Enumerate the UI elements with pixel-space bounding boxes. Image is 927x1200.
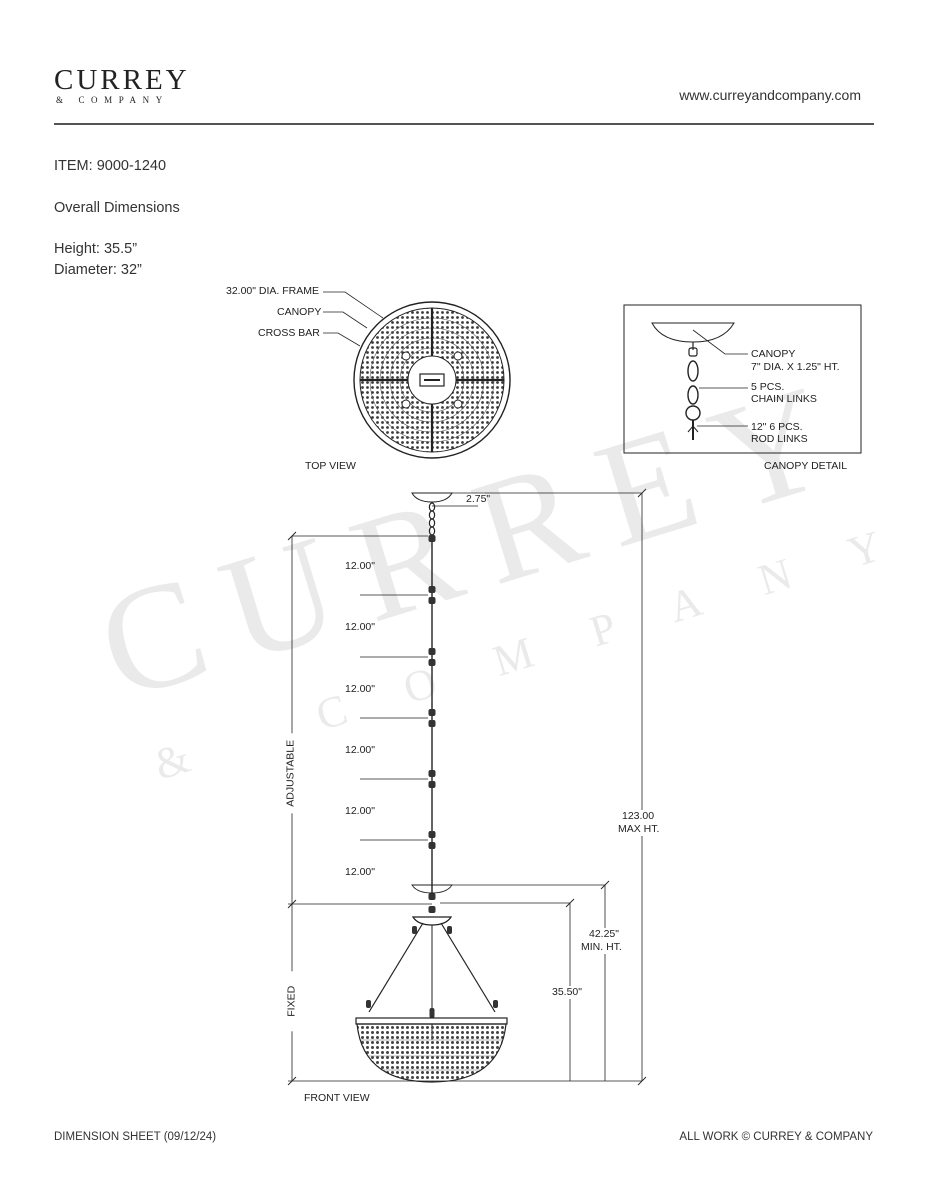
rod-length-2: 12.00" [345, 621, 376, 633]
min-height-label: MIN. HT. [581, 941, 622, 954]
overall-height: Height: 35.5” [54, 241, 138, 257]
canopy-height-dim: 2.75" [466, 493, 491, 505]
brand-logo: CURREY [54, 64, 190, 96]
watermark: CURREY & COMPANY [81, 346, 927, 790]
adjustable-label: ADJUSTABLE [284, 733, 298, 814]
front-view-caption: FRONT VIEW [304, 1092, 370, 1104]
detail-chain-count: 5 PCS. [751, 381, 785, 393]
rod-length-4: 12.00" [345, 744, 376, 756]
brand-logo-subtitle: & COMPANY [56, 95, 169, 105]
detail-rod-label: ROD LINKS [751, 433, 808, 445]
rod-length-1: 12.00" [345, 560, 376, 572]
header-divider [54, 123, 874, 125]
website-url[interactable]: www.curreyandcompany.com [679, 87, 861, 103]
top-canopy-label: CANOPY [277, 306, 322, 318]
top-view-drawing [323, 291, 511, 459]
cross-bar-label: CROSS BAR [258, 327, 320, 339]
item-code: ITEM: 9000-1240 [54, 158, 167, 174]
detail-canopy-label: CANOPY [751, 348, 796, 360]
frame-diameter-label: 32.00" DIA. FRAME [226, 285, 320, 297]
front-view-drawing [287, 488, 647, 1086]
max-height-value: 123.00 [622, 810, 655, 823]
detail-chain-label: CHAIN LINKS [751, 393, 817, 405]
footer-sheet-date: DIMENSION SHEET (09/12/24) [54, 1131, 217, 1143]
top-view-caption: TOP VIEW [305, 460, 356, 472]
detail-canopy-size: 7" DIA. X 1.25" HT. [751, 361, 840, 373]
canopy-detail-caption: CANOPY DETAIL [764, 460, 848, 472]
footer-copyright: ALL WORK © CURREY & COMPANY [679, 1131, 873, 1143]
rod-length-3: 12.00" [345, 683, 376, 695]
body-height-value: 35.50" [552, 986, 583, 999]
section-title: Overall Dimensions [54, 200, 180, 216]
overall-diameter: Diameter: 32” [54, 262, 142, 278]
canopy-detail-drawing [623, 304, 862, 454]
min-height-value: 42.25" [589, 928, 620, 941]
rod-length-5: 12.00" [345, 805, 376, 817]
fixed-label: FIXED [285, 971, 299, 1032]
rod-length-6: 12.00" [345, 866, 376, 878]
max-height-label: MAX HT. [618, 823, 660, 836]
detail-rod-count: 12" 6 PCS. [751, 421, 803, 433]
